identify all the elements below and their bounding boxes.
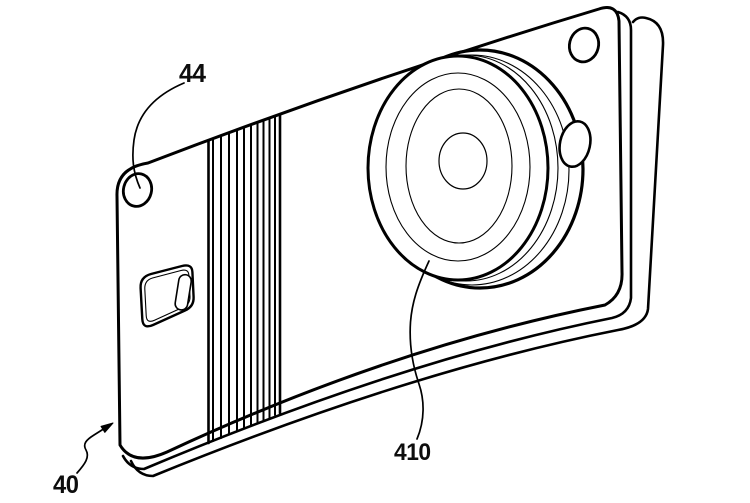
rear-slab-1-outline [121, 10, 633, 471]
corner-hole-left [121, 172, 154, 208]
leader-40-arrowhead [100, 422, 114, 433]
reference-label-40: 40 [53, 471, 79, 499]
lens-ring-outer [385, 72, 531, 262]
lens-side-knob [558, 119, 592, 169]
device-rear-slabs [121, 10, 665, 478]
leader-410 [409, 260, 430, 440]
leader-lines [76, 82, 430, 474]
side-button-pill [174, 273, 193, 311]
reference-label-44: 44 [179, 58, 206, 88]
leader-40 [76, 428, 105, 474]
grille-lines [207, 113, 282, 445]
side-button [139, 264, 195, 328]
leader-44 [132, 82, 185, 189]
lens-center-element [438, 132, 488, 190]
camera-lens-assembly [366, 48, 592, 290]
lens-ring-inner [405, 88, 513, 244]
lens-front-rim [366, 54, 550, 282]
rear-slab-2-outline [129, 16, 665, 478]
reference-label-410: 410 [394, 439, 431, 466]
corner-hole-right [567, 26, 601, 64]
